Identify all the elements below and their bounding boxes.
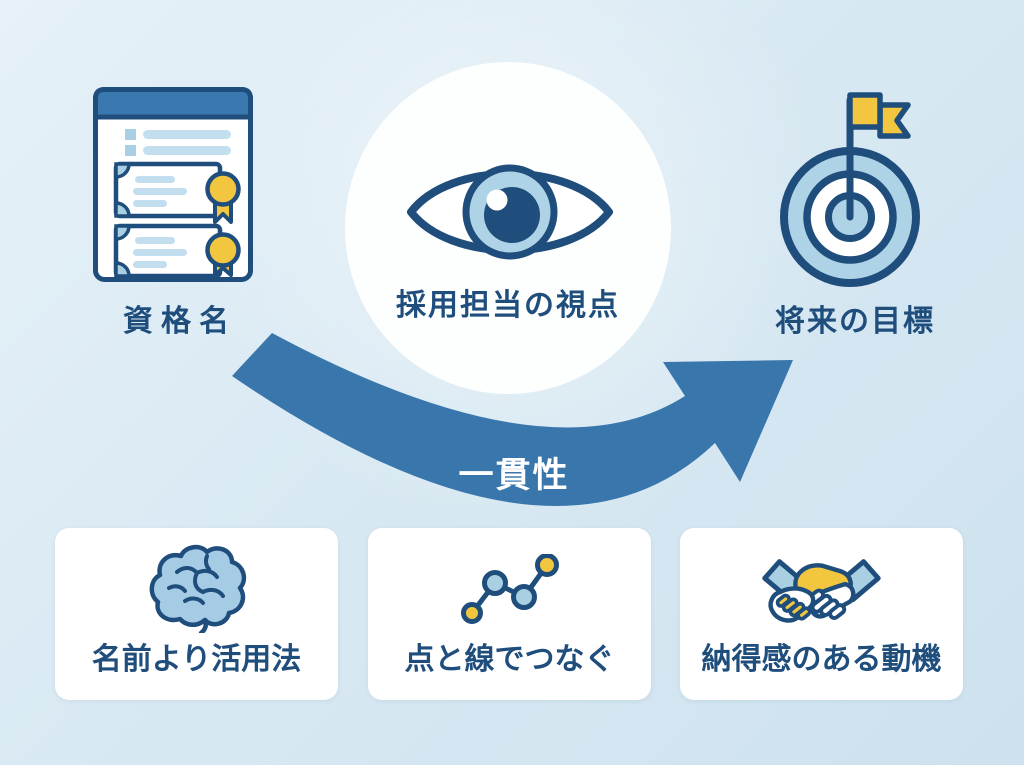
card-label: 納得感のある動機	[701, 643, 942, 676]
card-usage-over-name: 名前より活用法	[55, 528, 338, 700]
connected-dots-icon	[460, 554, 559, 624]
future-goal-label: 将来の目標	[775, 305, 935, 338]
qualification-label: 資格名	[123, 305, 237, 338]
target-flag-icon	[780, 92, 920, 287]
certificates-document-icon	[93, 87, 253, 282]
document-header-bar	[93, 87, 253, 120]
medal-icon	[205, 171, 241, 207]
card-label: 名前より活用法	[91, 643, 302, 676]
handshake-icon	[762, 559, 881, 623]
brain-icon	[149, 544, 246, 633]
card-convincing-motivation: 納得感のある動機	[680, 528, 963, 700]
recruiter-viewpoint-label: 採用担当の視点	[396, 289, 620, 322]
card-connect-dots: 点と線でつなぐ	[368, 528, 651, 700]
certificate-row-2	[113, 223, 241, 279]
medal-icon	[205, 232, 241, 268]
flag-tail	[877, 102, 911, 139]
arrow-shape	[232, 333, 793, 507]
yellow-knuckles	[775, 593, 812, 621]
eye-icon	[407, 164, 613, 260]
arrow-label: 一貫性	[458, 456, 570, 495]
flag-icon	[847, 92, 883, 130]
consistency-arrow	[232, 333, 793, 507]
card-label: 点と線でつなぐ	[404, 643, 615, 676]
certificate-row-1	[113, 161, 241, 224]
